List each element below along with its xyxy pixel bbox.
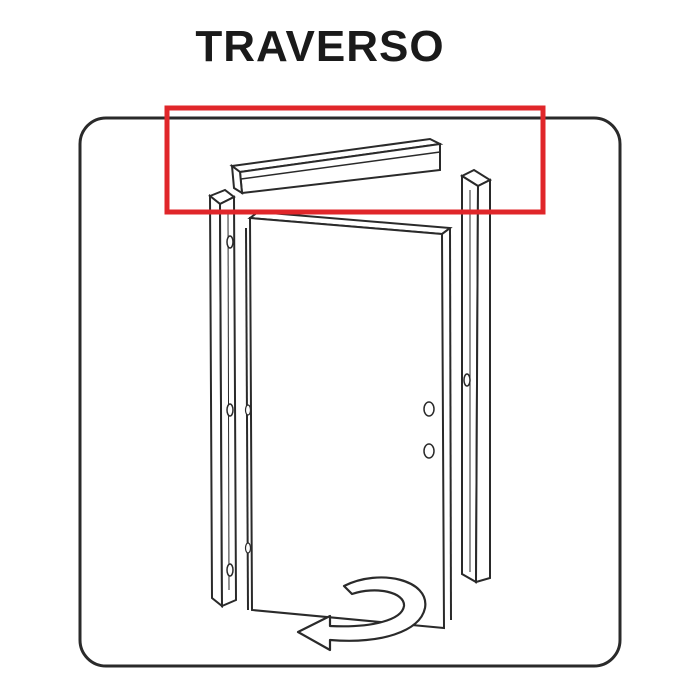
lock-icon xyxy=(423,401,435,417)
diagram-title: TRAVERSO xyxy=(195,22,445,71)
highlight-box xyxy=(164,105,546,215)
opening-arrow-icon xyxy=(296,576,427,652)
right-jamb xyxy=(459,168,493,584)
door-leaf xyxy=(244,210,453,630)
hinge-icon xyxy=(226,403,234,417)
hinge-icon xyxy=(226,563,234,577)
traverso-top-bar xyxy=(229,137,444,195)
left-jamb xyxy=(208,188,238,609)
hinge-icon xyxy=(226,235,234,249)
hinge-icon xyxy=(463,373,471,387)
handle-icon xyxy=(423,443,435,459)
